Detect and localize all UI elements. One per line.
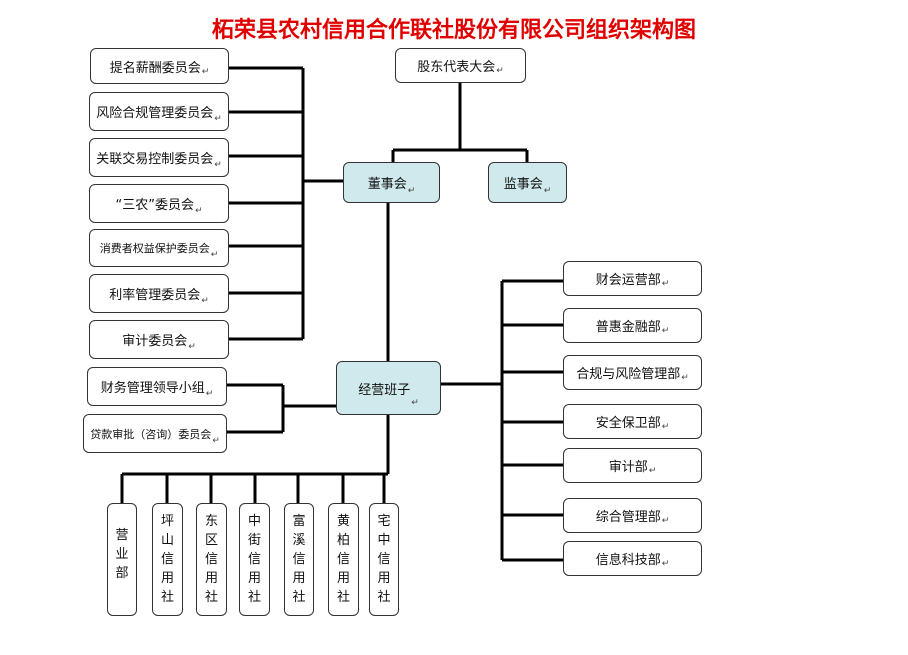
branch-char: 山: [160, 533, 174, 548]
board-label: 董事会: [367, 177, 407, 192]
branch-box: 中街信用社: [239, 503, 270, 616]
department-label: 综合管理部: [595, 510, 661, 525]
committee-label: 风险合规管理委员会: [96, 106, 214, 121]
branch-char: 用: [336, 571, 350, 586]
mgmt-group-box: 财务管理领导小组↵: [87, 367, 227, 406]
shareholders-label: 股东代表大会: [417, 60, 496, 75]
branch-char: 部: [115, 566, 129, 581]
committee-box: 关联交易控制委员会↵: [89, 138, 229, 177]
branch-box: 黄柏信用社: [328, 503, 359, 616]
committee-label: 提名薪酬委员会: [109, 60, 201, 76]
branch-char: 中: [247, 514, 261, 529]
department-label: 审计部: [608, 460, 648, 475]
branch-char: 信: [247, 552, 261, 567]
department-label: 信息科技部: [595, 553, 661, 568]
supervisors-label: 监事会: [503, 177, 543, 192]
chart-title: 柘荣县农村信用合作联社股份有限公司组织架构图: [211, 18, 696, 43]
branch-box: 宅中信用社: [369, 503, 399, 616]
department-label: 财会运营部: [595, 273, 661, 288]
supervisors-node: 监事会↵: [488, 162, 567, 203]
branch-char: 信: [204, 552, 218, 567]
department-box: 安全保卫部↵: [563, 404, 702, 439]
branch-char: 信: [292, 552, 306, 567]
department-label: 合规与风险管理部: [576, 367, 681, 382]
branch-char: 业: [115, 547, 129, 562]
branch-char: 信: [336, 552, 350, 567]
branch-box: 营业部: [107, 503, 137, 616]
management-label: 经营班子: [358, 382, 411, 398]
mgmt-group-label: 贷款审批（咨询）委员会: [90, 427, 212, 441]
branch-char: 营: [115, 528, 129, 543]
committee-box: 利率管理委员会↵: [89, 274, 229, 313]
branch-char: 信: [160, 552, 174, 567]
branch-char: 黄: [336, 514, 350, 529]
committee-label: 关联交易控制委员会: [96, 152, 214, 167]
committee-box: “三农”委员会↵: [89, 184, 229, 223]
branch-char: 用: [160, 571, 174, 586]
branch-char: 用: [247, 571, 261, 586]
committee-box: 审计委员会↵: [89, 320, 229, 359]
branch-char: 社: [377, 590, 391, 605]
branch-char: 社: [160, 590, 174, 605]
committee-label: 利率管理委员会: [109, 288, 201, 303]
committee-box: 风险合规管理委员会↵: [89, 92, 229, 131]
department-box: 合规与风险管理部↵: [563, 355, 702, 390]
committee-label: 消费者权益保护委员会: [99, 242, 210, 255]
committee-label: 审计委员会: [122, 334, 188, 349]
mgmt-group-box: 贷款审批（咨询）委员会↵: [83, 414, 227, 453]
branch-char: 溪: [292, 533, 306, 548]
branch-char: 坪: [160, 514, 174, 529]
committee-label: “三农”委员会: [115, 198, 194, 213]
branch-char: 用: [292, 571, 306, 586]
branch-char: 东: [204, 514, 218, 529]
branch-char: 社: [292, 590, 306, 605]
branch-char: 柏: [336, 533, 350, 548]
mgmt-group-label: 财务管理领导小组: [100, 381, 205, 396]
branch-char: 街: [247, 533, 261, 548]
branch-char: 社: [247, 590, 261, 605]
branch-box: 东区信用社: [196, 503, 227, 616]
branch-char: 信: [377, 552, 391, 567]
branch-char: 宅: [377, 514, 391, 529]
department-label: 安全保卫部: [595, 416, 661, 431]
department-box: 财会运营部↵: [563, 261, 702, 296]
department-label: 普惠金融部: [595, 320, 661, 335]
branch-char: 区: [204, 533, 218, 548]
branch-box: 富溪信用社: [284, 503, 314, 616]
branch-char: 用: [204, 571, 218, 586]
committee-box: 提名薪酬委员会↵: [90, 48, 229, 84]
branch-char: 富: [292, 514, 306, 529]
department-box: 审计部↵: [563, 448, 702, 483]
branch-char: 社: [336, 590, 350, 605]
branch-char: 中: [377, 533, 391, 548]
board-node: 董事会↵: [343, 162, 440, 203]
branch-char: 社: [204, 590, 218, 605]
shareholders-node: 股东代表大会↵: [395, 48, 526, 83]
department-box: 综合管理部↵: [563, 498, 702, 533]
department-box: 信息科技部↵: [563, 541, 702, 576]
branch-box: 坪山信用社: [152, 503, 183, 616]
department-box: 普惠金融部↵: [563, 308, 702, 343]
committee-box: 消费者权益保护委员会↵: [89, 229, 229, 267]
management-node: 经营班子↵: [336, 361, 441, 415]
branch-char: 用: [377, 571, 391, 586]
